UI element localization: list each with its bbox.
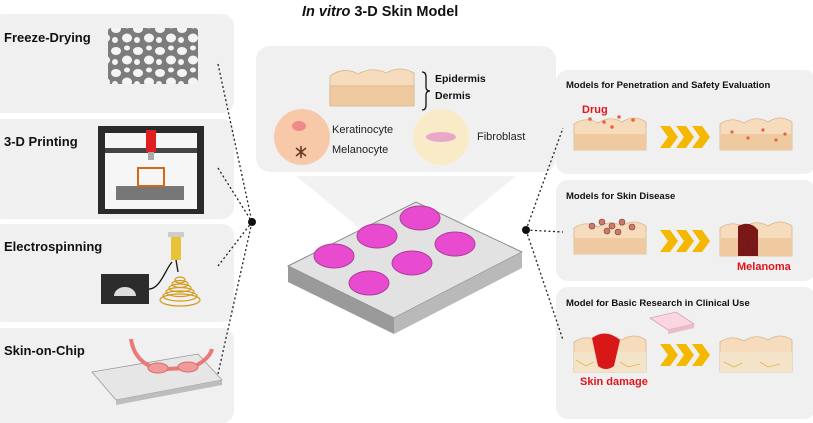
- spotlight-cone: [296, 176, 516, 230]
- tag-drug: Drug: [582, 104, 608, 116]
- fibroblast-icon: [426, 132, 456, 142]
- app-title-penetration: Models for Penetration and Safety Evalua…: [566, 80, 771, 91]
- right-connectors: [525, 127, 564, 341]
- diagram-title: In vitro 3-D Skin Model: [302, 4, 458, 20]
- printer-icon: [98, 126, 204, 214]
- arrows-clinical: [660, 344, 710, 366]
- method-label-electrospinning: Electrospinning: [4, 239, 103, 254]
- left-junction-dot: [248, 218, 256, 226]
- healed-skin: [719, 335, 793, 373]
- arrows-penetration: [660, 126, 710, 148]
- electrospinning-icon: [101, 232, 201, 307]
- app-title-clinical: Model for Basic Research in Clinical Use: [566, 298, 750, 309]
- melanocyte-skin: [573, 218, 647, 255]
- title-rest: 3-D Skin Model: [350, 4, 459, 20]
- app-title-skin-disease: Models for Skin Disease: [566, 191, 676, 202]
- well-plate: [286, 201, 524, 334]
- skin-on-chip-icon: [91, 338, 223, 405]
- arrows-disease: [660, 230, 710, 252]
- keratinocyte-icon: [292, 121, 306, 131]
- damaged-skin: [573, 333, 647, 373]
- method-label-skin-on-chip: Skin-on-Chip: [4, 343, 85, 358]
- keratinocyte-cell-circle: [274, 109, 330, 165]
- melanocyte-icon: [295, 146, 307, 158]
- panel-electrospinning: [0, 224, 234, 322]
- method-label-3d-printing: 3-D Printing: [4, 134, 78, 149]
- layer-label-dermis: Dermis: [435, 90, 471, 102]
- skin-layers-block: [329, 68, 431, 111]
- right-junction-dot: [522, 226, 530, 234]
- layer-label-epidermis: Epidermis: [435, 73, 486, 85]
- method-label-freeze-drying: Freeze-Drying: [4, 30, 91, 45]
- foam-scaffold-icon: [108, 28, 198, 84]
- tag-melanoma: Melanoma: [737, 261, 791, 273]
- left-connectors: [217, 63, 253, 375]
- cell-label-fibroblast: Fibroblast: [477, 131, 526, 143]
- cell-label-melanocyte: Melanocyte: [332, 144, 389, 156]
- drug-skin-before: [573, 115, 647, 151]
- title-italic: In vitro: [302, 4, 351, 20]
- tag-skin-damage: Skin damage: [580, 376, 648, 388]
- drug-skin-after: [719, 117, 793, 151]
- skin-graft-patch: [649, 311, 695, 334]
- melanoma-skin: [719, 221, 793, 257]
- cell-label-keratinocyte: Keratinocyte: [332, 124, 394, 136]
